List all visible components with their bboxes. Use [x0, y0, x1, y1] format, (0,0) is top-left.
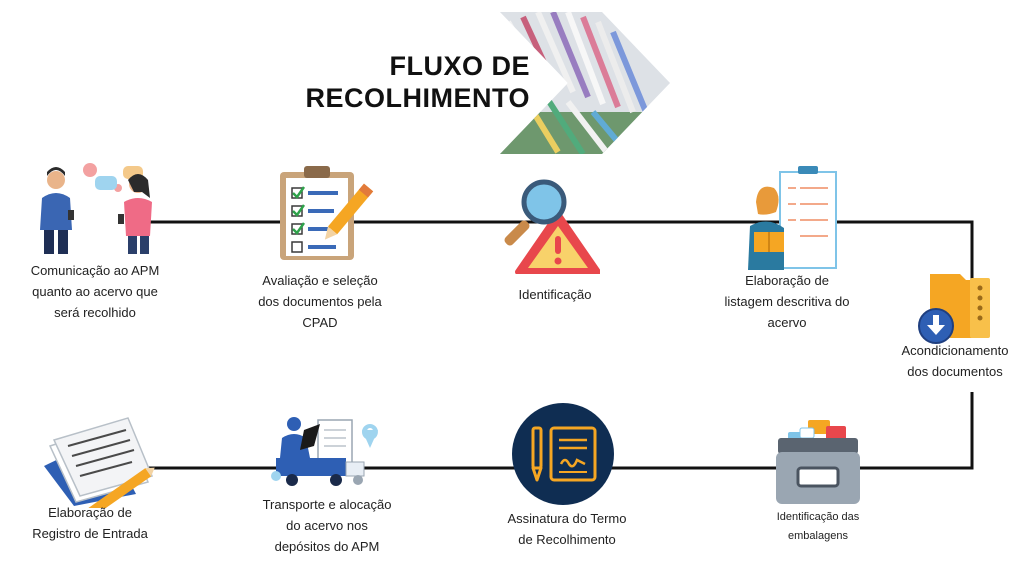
woman-reading-list-icon [748, 166, 837, 270]
step-label: Identificação [518, 287, 592, 302]
papers-pencil-icon [44, 417, 155, 508]
step-label: Transporte e alocação do acervo nos depó… [262, 497, 392, 554]
title-line-1: FLUXO DE [389, 51, 530, 81]
step-label: Avaliação e seleção dos documentos pela … [258, 273, 382, 330]
diagram-title: FLUXO DE RECOLHIMENTO [290, 50, 530, 114]
magnifier-warning-icon [504, 179, 600, 274]
step-avaliacao: Avaliação e seleção dos documentos pela … [240, 162, 400, 332]
signed-document-icon [512, 403, 614, 505]
step-listagem: Elaboração de listagem descritiva do ace… [712, 160, 862, 340]
step-transporte: Transporte e alocação do acervo nos depó… [252, 416, 402, 556]
step-label: Elaboração de listagem descritiva do ace… [724, 273, 850, 330]
step-acondicionamento: Acondicionamento dos documentos [890, 262, 1020, 382]
step-label: Comunicação ao APM quanto ao acervo que … [30, 263, 160, 320]
step-registro: Elaboração de Registro de Entrada [20, 412, 160, 552]
step-embalagens: Identificação das embalagens [752, 416, 884, 546]
step-label: Identificação das embalagens [776, 511, 860, 542]
checklist-clipboard-icon [280, 166, 374, 260]
step-identificacao: Identificação [490, 178, 620, 308]
step-comunicacao: Comunicação ao APM quanto ao acervo que … [20, 158, 170, 328]
archive-drawer-icon [776, 420, 860, 504]
archive-chevron-image [500, 12, 670, 154]
people-talking-icon [40, 163, 152, 254]
transport-truck-icon [271, 417, 378, 486]
step-label: Acondicionamento dos documentos [901, 343, 1009, 379]
step-assinatura: Assinatura do Termo de Recolhimento [497, 402, 637, 552]
step-label: Assinatura do Termo de Recolhimento [507, 511, 627, 547]
step-label: Elaboração de Registro de Entrada [32, 505, 148, 541]
folder-download-icon [918, 274, 990, 344]
title-line-2: RECOLHIMENTO [305, 83, 530, 113]
